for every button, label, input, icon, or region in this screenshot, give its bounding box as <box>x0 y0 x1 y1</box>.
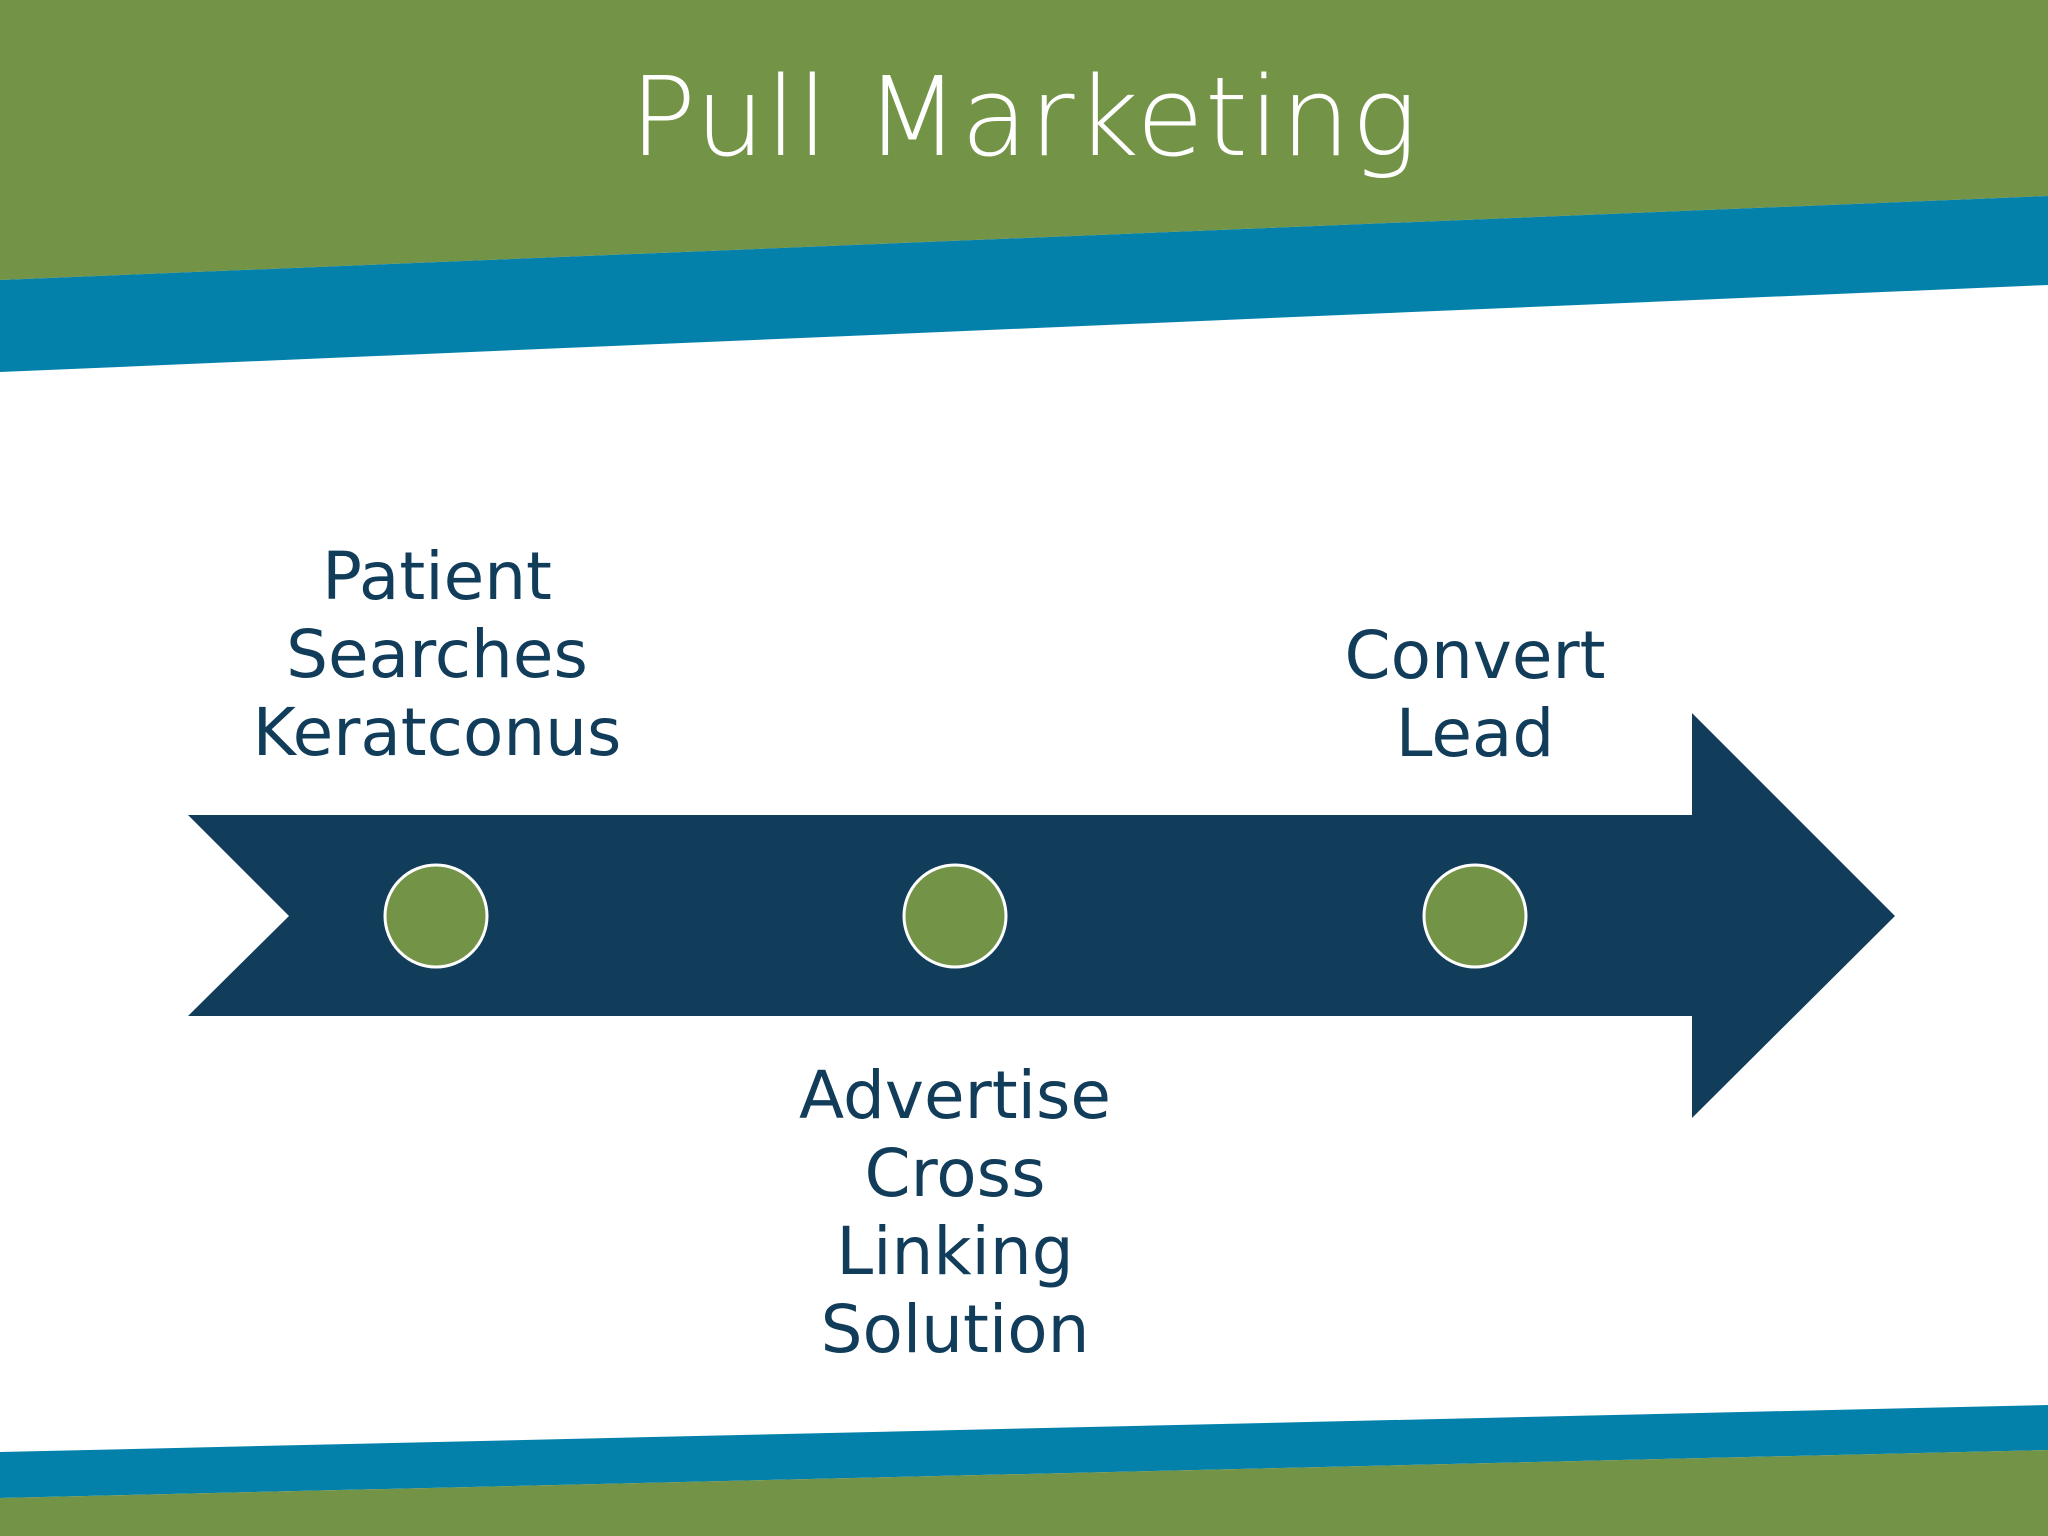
bottom-green-band <box>0 1450 2048 1536</box>
step-label-3: Convert Lead <box>1195 617 1755 773</box>
slide-title: Pull Marketing <box>629 53 1419 181</box>
step-label-line: Advertise <box>799 1057 1111 1134</box>
milestone-circle-1 <box>383 863 489 969</box>
bottom-blue-stripe <box>0 1405 2048 1498</box>
step-label-line: Linking <box>836 1213 1074 1290</box>
step-label-line: Lead <box>1395 695 1555 772</box>
step-label-1: Patient Searches Keratconus <box>157 538 717 772</box>
step-label-line: Solution <box>820 1291 1090 1368</box>
step-label-2: Advertise Cross Linking Solution <box>675 1057 1235 1369</box>
process-arrow <box>188 713 1895 1118</box>
step-label-line: Cross <box>864 1135 1046 1212</box>
step-label-line: Searches <box>286 616 588 693</box>
step-label-line: Keratconus <box>252 694 622 771</box>
top-green-band <box>0 0 2048 280</box>
top-blue-stripe <box>0 196 2048 372</box>
milestone-circle-2 <box>902 863 1008 969</box>
milestone-circle-3 <box>1422 863 1528 969</box>
step-label-line: Patient <box>322 538 552 615</box>
step-label-line: Convert <box>1344 617 1606 694</box>
